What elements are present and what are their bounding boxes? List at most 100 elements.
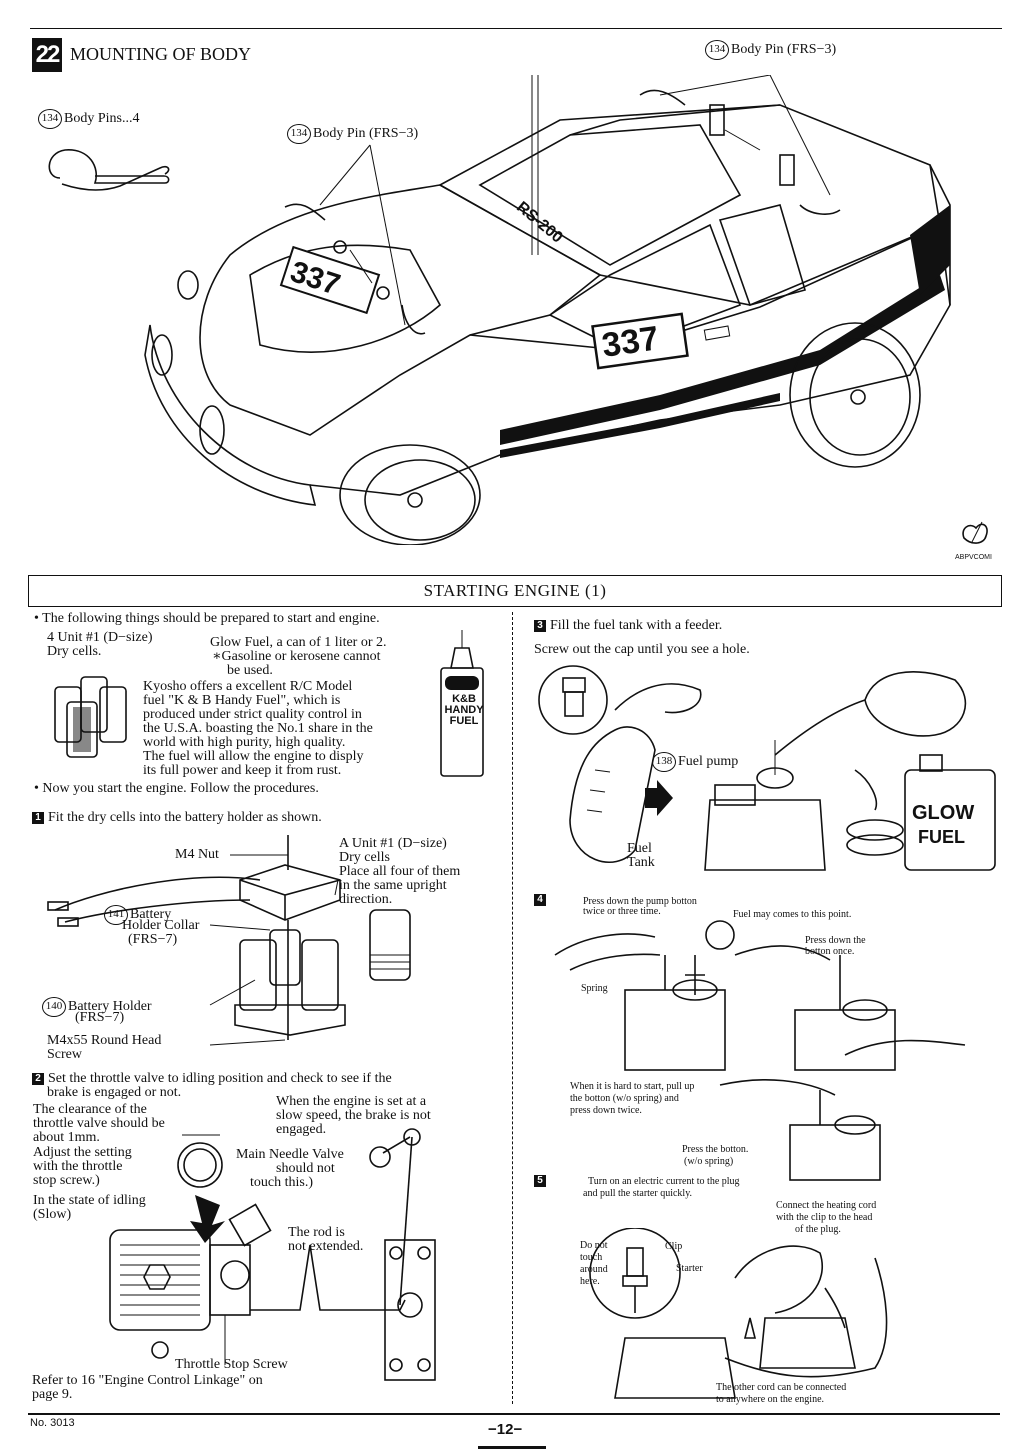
m4-nut-label: M4 Nut	[175, 847, 219, 862]
step-text: Set the throttle valve to idling positio…	[48, 1071, 392, 1086]
model-number: No. 3013	[30, 1417, 75, 1429]
page-number-underline	[478, 1446, 546, 1449]
collar-line-3: (FRS−7)	[128, 932, 178, 947]
pump-steps-drawing	[554, 920, 966, 1181]
part-number-badge: 141	[104, 905, 128, 925]
fuel-bottle-drawing	[440, 630, 484, 777]
s5-other-2: to anywhere on the engine.	[716, 1394, 825, 1405]
adjust-2: with the throttle	[33, 1159, 123, 1174]
body-pin-drawing	[48, 149, 170, 191]
kyosho-line-5: world with high purity, high quality.	[143, 735, 346, 750]
step-text: Fill the fuel tank with a feeder.	[550, 618, 723, 633]
adjust-1: Adjust the setting	[33, 1145, 132, 1160]
rod-2: not extended.	[288, 1239, 364, 1254]
s5-connect-2: with the clip to the head	[776, 1212, 873, 1223]
kyosho-line-7: its full power and keep it from rust.	[143, 763, 342, 778]
kyosho-line-3: produced under strict quality control in	[143, 707, 362, 722]
s5-dont-1: Do not	[580, 1240, 608, 1251]
a-unit-1: A Unit #1 (D−size)	[339, 836, 447, 851]
bullet-prepare: • The following things should be prepare…	[34, 611, 380, 626]
maker-logo-text: ABPVCOMI	[955, 554, 992, 561]
cells-line-2: Dry cells.	[47, 644, 102, 659]
step5: 5	[534, 1174, 550, 1188]
fuel-tank-2: Tank	[627, 855, 655, 870]
part-number-badge: 134	[287, 124, 311, 144]
page-number: −12−	[488, 1421, 523, 1438]
s4-press-b-1: Press the botton.	[682, 1144, 749, 1155]
brake-3: engaged.	[276, 1122, 327, 1137]
door-number: 337	[599, 319, 662, 365]
s5-line-2: and pull the starter quickly.	[583, 1188, 693, 1199]
needle-2: should not	[276, 1161, 335, 1176]
part-number-badge: 134	[705, 40, 729, 60]
idling-2: (Slow)	[33, 1207, 72, 1222]
brake-1: When the engine is set at a	[276, 1094, 427, 1109]
kyosho-line-2: fuel "K & B Handy Fuel", which is	[143, 693, 341, 708]
fuel-line-1: Glow Fuel, a can of 1 liter or 2.	[210, 635, 387, 650]
adjust-3: stop screw.)	[33, 1173, 100, 1188]
fuel-can-label: K&B HANDY FUEL	[442, 694, 486, 727]
rod-1: The rod is	[288, 1225, 345, 1240]
can-label-line: K&B	[452, 693, 476, 705]
s5-starter: Starter	[676, 1263, 703, 1274]
step-number-badge: 2	[32, 1072, 44, 1085]
dry-cells-drawing	[54, 676, 127, 758]
kyosho-line-1: Kyosho offers a excellent R/C Model	[143, 679, 353, 694]
s4-press-1: Press down the pump botton	[583, 896, 697, 907]
s4-hard-1: When it is hard to start, pull up	[570, 1081, 695, 1092]
s4-press-b-2: (w/o spring)	[684, 1156, 734, 1167]
throttle-stop-label: Throttle Stop Screw	[175, 1357, 288, 1372]
step-number-badge: 4	[534, 893, 546, 906]
car-illustration	[144, 75, 951, 545]
needle-1: Main Needle Valve	[236, 1147, 344, 1162]
screw-line-1: M4x55 Round Head	[47, 1033, 162, 1048]
s5-dont-3: around	[580, 1264, 608, 1275]
part-number-badge: 140	[42, 997, 66, 1017]
collar-line-2: Holder Collar	[122, 918, 200, 933]
top-rule	[30, 28, 1002, 29]
section-number-badge: 22	[32, 38, 62, 72]
callout-label: Body Pin (FRS−3)	[731, 42, 837, 58]
s4-press-once-1: Press down the	[805, 935, 866, 946]
needle-3: touch this.)	[250, 1175, 313, 1190]
part-number-badge: 134	[38, 109, 62, 129]
fuel-fill-drawing	[538, 665, 996, 871]
refer-line-1: Refer to 16 "Engine Control Linkage" on	[32, 1373, 263, 1388]
a-unit-3: Place all four of them	[339, 864, 461, 879]
s4-hard-2: the botton (w/o spring) and	[570, 1093, 679, 1104]
step3-sub: Screw out the cap until you see a hole.	[534, 642, 750, 657]
step2-line-2: brake is engaged or not.	[47, 1085, 182, 1100]
a-unit-5: direction.	[339, 892, 393, 907]
s5-connect-1: Connect the heating cord	[776, 1200, 877, 1211]
clearance-1: The clearance of the	[33, 1102, 147, 1117]
step-text: Fit the dry cells into the battery holde…	[48, 810, 322, 825]
a-unit-4: in the same upright	[339, 878, 447, 893]
idling-1: In the state of idling	[33, 1193, 146, 1208]
s5-other-1: The other cord can be connected	[716, 1382, 847, 1393]
callout-label: Battery Holder	[68, 999, 152, 1015]
s4-press-2: twice or three time.	[583, 906, 661, 917]
callout-label: Fuel pump	[678, 754, 739, 770]
part-number-badge: 138	[652, 752, 676, 772]
clearance-2: throttle valve should be	[33, 1116, 165, 1131]
s4-hard-3: press down twice.	[570, 1105, 642, 1116]
section-title: MOUNTING OF BODY	[70, 44, 252, 64]
bullet-start: • Now you start the engine. Follow the p…	[34, 781, 319, 796]
maker-logo-icon	[962, 521, 988, 544]
fuel-line-2: ∗Gasoline or kerosene cannot	[212, 649, 381, 664]
s5-clip: Clip	[665, 1241, 683, 1252]
step-number-badge: 3	[534, 619, 546, 632]
holder-line-2: (FRS−7)	[75, 1010, 125, 1025]
clearance-3: about 1mm.	[33, 1130, 100, 1145]
refer-line-2: page 9.	[32, 1387, 73, 1402]
step-number-badge: 5	[534, 1174, 546, 1187]
cells-line-1: 4 Unit #1 (D−size)	[47, 630, 153, 645]
starting-banner: STARTING ENGINE (1)	[28, 575, 1002, 607]
step-number-badge: 1	[32, 811, 44, 824]
engine-throttle-drawing	[109, 1128, 436, 1381]
